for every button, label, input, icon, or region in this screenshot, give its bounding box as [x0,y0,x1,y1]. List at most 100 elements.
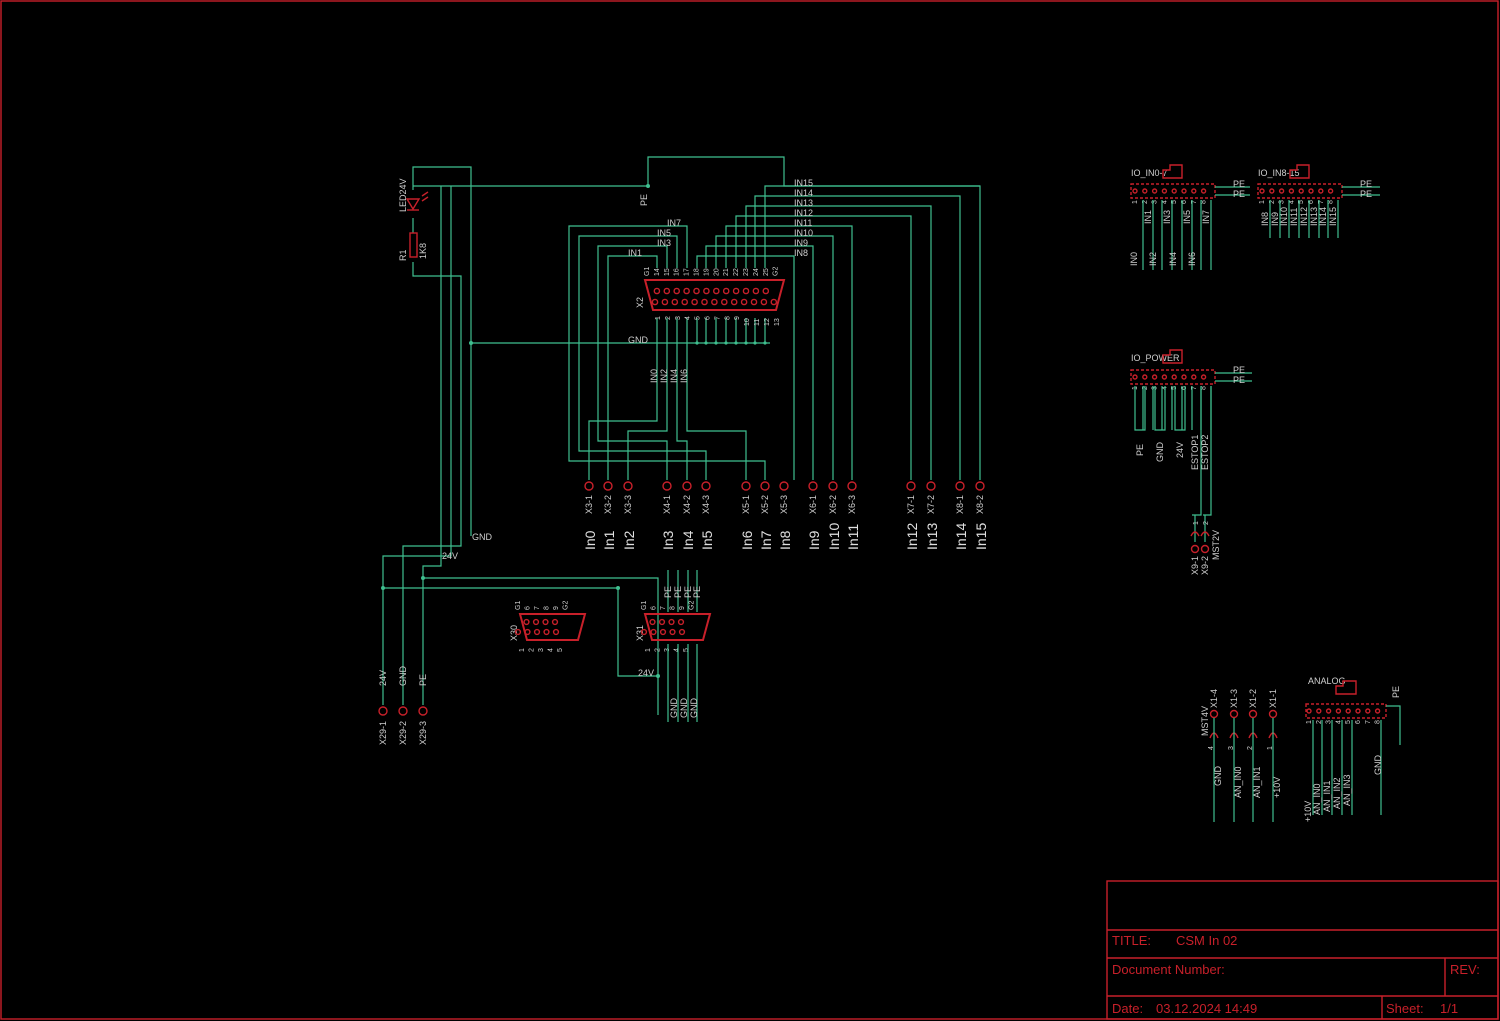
x2-bottom-pin-label: 13 [774,318,781,326]
net-in4: IN4 [669,369,679,383]
terminal-icon[interactable] [682,481,692,491]
net-gnd-label-2: GND [472,532,493,542]
x9-terminal-icon[interactable] [1190,544,1200,554]
analog-net: GND [1373,755,1383,776]
x1-terminal-icon[interactable] [1268,709,1278,719]
x2-bottom-pin-label: 5 [695,316,702,320]
terminal-icon[interactable] [701,481,711,491]
x9-terminal-icon[interactable] [1200,544,1210,554]
dsub-contact [543,628,550,636]
x1-ref: X1-3 [1229,689,1239,708]
terminal-icon[interactable] [955,481,965,491]
header-contact [1151,188,1158,194]
terminal-ref: X7-1 [906,495,916,514]
io-in0-7-net: IN4 [1168,252,1178,266]
power-wiring: 24V [381,576,660,715]
x9-ref: X9-1 [1190,556,1200,575]
power-terminal-net: GND [398,666,408,687]
terminal-icon[interactable] [808,481,818,491]
terminal-icon[interactable] [906,481,916,491]
header-contact [1316,708,1322,714]
x9-pin: 2 [1203,521,1210,525]
dsub-bottom-pin-label: 2 [655,648,662,652]
x2-bottom-pin-label: 7 [714,316,721,320]
io-in0-7-net: IN2 [1148,252,1158,266]
x2-pin-contact [730,298,738,306]
x2-top-pin-label: 19 [703,268,710,276]
power-terminal-icon[interactable] [398,706,408,716]
header-pin-label: 7 [1318,200,1325,204]
io-in8-15-pe: PE [1360,189,1372,199]
terminal-ref: X6-3 [847,495,857,514]
terminal-icon[interactable] [847,481,857,491]
x2-pin-contact [671,298,679,306]
header-pin-label: 8 [1201,386,1208,390]
dsub-top-pin-label: 7 [534,606,541,610]
terminal-icon[interactable] [779,481,789,491]
title-value: CSM In 02 [1176,933,1237,948]
power-terminal-icon[interactable] [418,706,428,716]
terminal-input-label: In8 [777,530,793,550]
net-gnd-label: GND [628,335,649,345]
header-contact [1181,374,1187,380]
header-contact [1132,374,1138,380]
dsub-contact [678,628,686,636]
header-contact [1318,188,1324,194]
terminal-icon[interactable] [741,481,751,491]
dsub-top-pin-label: 6 [651,606,658,610]
terminal-icon[interactable] [623,481,633,491]
terminal-icon[interactable] [603,481,613,491]
header-contact [1374,708,1381,714]
terminal-icon[interactable] [828,481,838,491]
header-contact [1161,374,1168,380]
terminal-icon[interactable] [926,481,936,491]
header-pin-label: 3 [1279,200,1286,204]
x1-terminal-icon[interactable] [1248,709,1258,719]
power-terminal-ref: X29-3 [418,721,428,745]
sheet-value: 1/1 [1440,1001,1458,1016]
io-in8-15-net: IN13 [1309,207,1319,226]
terminal-input-label: In0 [582,530,598,550]
x1-terminal-icon[interactable] [1229,709,1239,719]
io-power-net: ESTOP1 [1190,435,1200,470]
x2-pin-contact [770,298,778,306]
x2-pin-contact [732,287,740,295]
dsub-contact [524,628,531,636]
header-pin-label: 2 [1142,200,1149,204]
header-pin-label: 7 [1191,200,1198,204]
x31-pe-net: PE [692,586,702,598]
terminal-icon[interactable] [760,481,770,491]
terminal-input-label: In10 [826,523,842,550]
x1-terminal-icon[interactable] [1209,709,1219,719]
x31-gnd-net: GND [689,698,699,719]
x2-top-pin-label: 20 [713,268,720,276]
sheet-label: Sheet: [1386,1001,1424,1016]
power-terminal-icon[interactable] [378,706,388,716]
analog-net: +10V [1303,801,1313,822]
resistor-name: R1 [398,249,408,261]
terminal-input-label: In12 [904,523,920,550]
dsub-top-pin-label: 9 [679,606,686,610]
io-in8-15-net: IN12 [1299,207,1309,226]
header-contact [1325,708,1332,714]
io-in8-15-net: IN8 [1260,212,1270,226]
header-pin-label: 8 [1328,200,1335,204]
header-contact [1335,708,1342,714]
x2-pin-contact [673,287,681,295]
x2-pin-contact [721,298,728,306]
x31-gnd-net: GND [669,698,679,719]
terminal-icon[interactable] [584,481,594,491]
net-in8: IN8 [794,248,808,258]
dsub-bottom-pin-label: 4 [548,648,555,652]
header-contact [1132,188,1138,194]
net-in10: IN10 [794,228,813,238]
terminal-icon[interactable] [975,481,985,491]
terminal-icon[interactable] [662,481,672,491]
x1-pin: 3 [1228,746,1235,750]
dsub-bottom-pin-label: 3 [538,648,545,652]
